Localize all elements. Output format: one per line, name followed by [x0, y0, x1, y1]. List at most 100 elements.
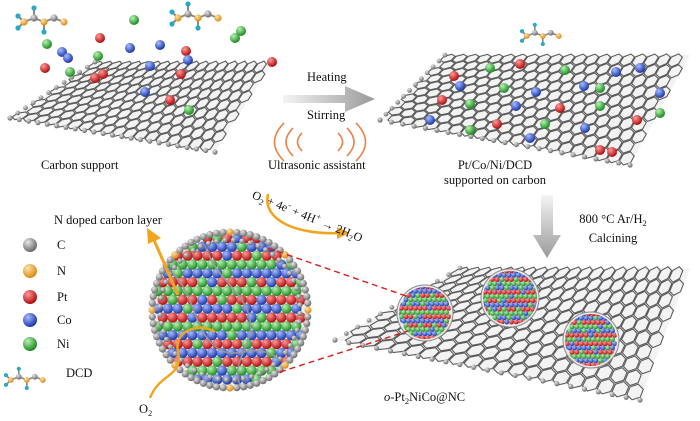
carbon-atom — [498, 370, 504, 376]
c-atom — [151, 286, 159, 294]
c-atom — [299, 279, 307, 287]
co-atom — [497, 272, 502, 278]
c-atom — [155, 339, 163, 347]
pt-atom — [509, 277, 514, 282]
carbon-atom — [491, 137, 497, 144]
pt-atom — [271, 338, 282, 350]
dcd-legend-molecule-icon — [3, 366, 46, 391]
co-atom — [444, 301, 449, 307]
carbon-atom — [395, 99, 401, 105]
ni-atom — [206, 365, 218, 376]
c-atom — [286, 356, 294, 364]
co-atom — [494, 302, 500, 308]
carbon-atom — [276, 257, 282, 263]
ni-atom — [586, 337, 592, 342]
co-atom — [425, 318, 430, 324]
c-atom — [204, 10, 212, 18]
reaction-protons: + 4H — [287, 202, 318, 226]
o2-inlet-symbol: O — [139, 402, 149, 416]
co-atom — [509, 302, 514, 308]
ni-atom — [516, 306, 521, 312]
ni-atom — [413, 314, 418, 320]
co-atom — [415, 318, 421, 324]
carbon-atom — [23, 105, 28, 111]
co-atom — [261, 268, 272, 279]
ni-atom — [271, 321, 282, 332]
pt-atom — [518, 277, 524, 282]
product-pt: -Pt — [390, 390, 405, 404]
carbon-atom — [92, 59, 98, 65]
carbon-atom — [540, 378, 546, 384]
pt-atom — [95, 33, 105, 43]
dcd-hydrogen-atom — [24, 385, 29, 391]
c-atom — [153, 279, 161, 287]
legend-atoms — [23, 238, 37, 351]
carbon-atom — [53, 85, 59, 90]
co-atom — [197, 347, 208, 359]
ni-atom — [246, 277, 257, 288]
n-atom — [174, 14, 182, 22]
carbon-atom — [53, 123, 60, 129]
ni-atom — [212, 321, 223, 332]
co-atom — [251, 268, 262, 279]
dcd-hydrogen-atom — [3, 373, 9, 378]
co-atom — [420, 287, 426, 290]
carbon-atom — [422, 125, 429, 131]
nanoparticle-small-1 — [396, 284, 454, 342]
co-atom — [434, 318, 440, 324]
heating-arrow-icon — [283, 86, 375, 112]
pt-atom — [216, 312, 228, 323]
ni-atom — [528, 302, 533, 308]
c-atom — [297, 273, 305, 281]
pt-atom — [261, 338, 272, 350]
co-atom — [420, 318, 426, 324]
co-atom — [593, 358, 599, 364]
ni-atom — [251, 321, 262, 332]
ni-atom — [593, 315, 599, 321]
carbon-atom — [77, 69, 82, 75]
pt-atom — [403, 314, 409, 320]
carbon-atom — [223, 377, 230, 383]
carbon-atom — [479, 135, 485, 142]
co-atom — [256, 347, 267, 359]
ni-atom — [494, 311, 500, 316]
co-atom — [177, 347, 188, 359]
ni-atom — [511, 281, 517, 287]
ni-atom — [605, 345, 611, 351]
n-atom — [148, 306, 156, 314]
carbon-atom — [456, 131, 463, 137]
co-atom — [266, 277, 277, 288]
carbon-atom — [502, 139, 508, 146]
dcd-hydrogen-atom — [31, 5, 37, 11]
co-atom — [501, 298, 507, 304]
ni-atom — [408, 297, 414, 303]
co-atom — [231, 268, 243, 279]
pt-atom — [226, 294, 238, 306]
pt-atom — [513, 319, 519, 325]
co-atom — [579, 81, 589, 91]
pt-atom — [427, 322, 433, 328]
dcd-hydrogen-atom — [15, 13, 21, 19]
co-atom — [579, 358, 584, 364]
legend-label-dcd: DCD — [66, 366, 93, 380]
ni-atom — [501, 306, 507, 312]
c-atom — [271, 242, 279, 250]
co-atom — [187, 347, 198, 359]
carbon-atom — [457, 265, 463, 271]
ni-atom — [591, 337, 596, 342]
pt-atom — [420, 335, 426, 339]
co-atom — [413, 331, 418, 337]
co-atom — [591, 328, 596, 334]
co-atom — [611, 67, 621, 77]
ni-atom — [256, 312, 267, 323]
carbon-atom — [264, 366, 270, 373]
ni-atom — [236, 365, 247, 376]
carbon-atom — [547, 148, 554, 154]
ni-atom — [595, 337, 601, 342]
carbon-atom — [401, 93, 407, 99]
c-atom — [148, 299, 156, 307]
carbon-atom — [401, 351, 407, 357]
ni-atom — [415, 310, 421, 315]
carbon-atom — [446, 272, 452, 277]
ni-atom — [509, 311, 514, 316]
